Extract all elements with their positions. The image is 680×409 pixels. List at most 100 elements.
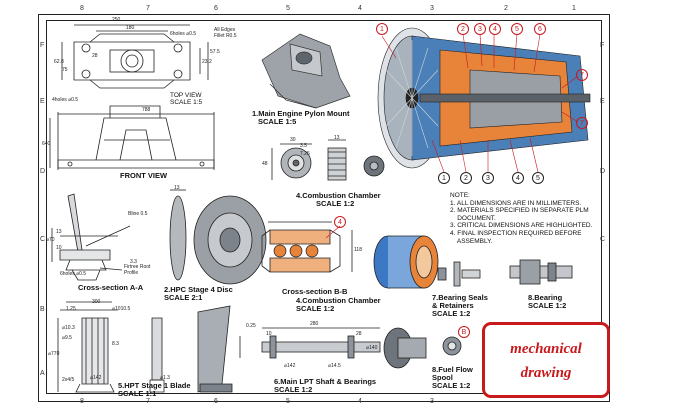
part7-label: 7.Bearing Seals & Retainers — [432, 293, 488, 310]
part2-label: 2.HPC Stage 4 Disc — [164, 285, 233, 294]
zone-top-2: 2 — [504, 5, 508, 12]
note-2: 2. MATERIALS SPECIFIED IN SEPARATE PLM — [450, 207, 589, 215]
part2-scale: SCALE 2:1 — [164, 293, 203, 302]
top-view-scale: SCALE 1:5 — [170, 99, 203, 106]
p5-dim-e: ⌀9.5 — [62, 335, 72, 341]
callout-2-bottom: 2 — [460, 172, 472, 184]
zone-bottom-5: 5 — [286, 398, 290, 405]
zone-top-7: 7 — [146, 5, 150, 12]
zone-left-a: A — [40, 370, 45, 377]
zone-top-3: 3 — [430, 5, 434, 12]
callout-6-top: 6 — [534, 23, 546, 35]
gear-dim-c: 7.25 — [300, 151, 310, 157]
gear-dim-b: 3.5 — [300, 143, 307, 149]
zone-top-1: 1 — [572, 5, 576, 12]
gear-dim-h: 48 — [262, 161, 268, 167]
part8b-label: 8.Fuel Flow Spool — [432, 365, 473, 382]
zone-bottom-3: 3 — [430, 398, 434, 405]
part6-scale: SCALE 1:2 — [274, 385, 313, 394]
zone-right-c: C — [600, 236, 606, 243]
note-2b: DOCUMENT. — [450, 214, 496, 222]
zone-top-6: 6 — [214, 5, 218, 12]
note-3: 3. CRITICAL DIMENSIONS ARE HIGHLIGHTED. — [450, 222, 593, 230]
callout-2-top: 2 — [457, 23, 469, 35]
note-holes2: 4holes ⌀0.5 — [52, 97, 79, 103]
callout-3-top: 3 — [474, 23, 486, 35]
dim-right2: 57.5 — [210, 49, 220, 55]
note-4b: ASSEMBLY. — [450, 237, 493, 245]
callout-7-lower: 7 — [576, 117, 588, 129]
badge-line1: mechanical — [510, 341, 582, 357]
part8-label: 8.Bearing — [528, 293, 563, 302]
p6-dim-c: 10 — [266, 331, 272, 337]
top-view-label: TOP VIEW — [170, 92, 202, 99]
p5-dim-c: ⌀1010.5 — [112, 306, 131, 312]
zone-top-4: 4 — [358, 5, 362, 12]
callout-3-bottom: 3 — [482, 172, 494, 184]
callout-4-bottom: 4 — [512, 172, 524, 184]
zone-right-f: F — [600, 42, 605, 49]
dim-height1: 62.8 — [54, 59, 64, 65]
badge-line2: drawing — [520, 365, 572, 381]
callout-1-top: 1 — [376, 23, 388, 35]
part4a-scale: SCALE 1:2 — [316, 199, 355, 208]
part1-scale: SCALE 1:5 — [258, 117, 297, 126]
zone-bottom-7: 7 — [146, 398, 150, 405]
callout-1-bottom: 1 — [438, 172, 450, 184]
sec-aa-b: 10 — [56, 245, 62, 251]
zone-left-d: D — [40, 168, 46, 175]
sec-bb-label: Cross-section B-B — [282, 287, 348, 296]
callout-b: B — [458, 326, 470, 338]
part7-scale: SCALE 1:2 — [432, 309, 471, 318]
sec-aa-holes: 6holes ⌀0.5 — [60, 271, 87, 277]
sec-aa-r: 3.3 — [130, 259, 137, 265]
zone-bottom-4: 4 — [358, 398, 362, 405]
inner-frame — [46, 20, 602, 394]
front-view-label: FRONT VIEW — [120, 171, 168, 180]
p5-dim-f: ⌀770 — [48, 351, 60, 357]
mechanical-drawing-badge: mechanical drawing — [482, 322, 610, 398]
part6-label: 6.Main LPT Shaft & Bearings — [274, 377, 377, 386]
p5-dim-d: ⌀10.3 — [62, 325, 75, 331]
zone-bottom-8: 8 — [80, 398, 84, 405]
p5-dim-b: 300 — [92, 299, 101, 305]
dim-front-width: 788 — [142, 107, 151, 113]
zone-left-c: C — [40, 236, 46, 243]
zone-left-e: E — [40, 98, 45, 105]
p5-dim-a: 1.25 — [66, 306, 76, 312]
sec-aa-a: 13 — [56, 229, 62, 235]
callout-4-section: 4 — [334, 216, 346, 228]
p5-dim-i: 2x4/5 — [62, 377, 75, 383]
zone-top-5: 5 — [286, 5, 290, 12]
sec-aa-dia: ⌀70 — [46, 237, 55, 243]
zone-right-d: D — [600, 168, 606, 175]
part8b-scale: SCALE 1:2 — [432, 381, 471, 390]
dim-depth: 28 — [92, 53, 98, 59]
dim-inner: 180 — [126, 25, 135, 31]
gear-dim-a: 30 — [290, 137, 296, 143]
part8-scale: SCALE 1:2 — [528, 301, 567, 310]
zone-left-f: F — [40, 42, 45, 49]
dim-right1: 23.2 — [202, 59, 212, 65]
p6-dim-d: 28 — [356, 331, 362, 337]
outer-frame — [38, 14, 610, 402]
sec-aa-label: Cross-section A-A — [78, 283, 144, 292]
callout-4-top: 4 — [489, 23, 501, 35]
dim-overall: 250 — [112, 17, 121, 23]
p6-dim-a: 0.25 — [246, 323, 256, 329]
dim-front-height: 640 — [42, 141, 51, 147]
part4a-label: 4.Combustion Chamber — [296, 191, 381, 200]
notes-title: NOTE: — [450, 192, 470, 199]
zone-right-e: E — [600, 98, 605, 105]
part2-dim: 13 — [174, 185, 180, 191]
notes-block: NOTE: 1. ALL DIMENSIONS ARE IN MILLIMETE… — [450, 192, 605, 245]
dim-height2: 75 — [62, 67, 68, 73]
note-1: 1. ALL DIMENSIONS ARE IN MILLIMETERS. — [450, 199, 582, 207]
part5-scale: SCALE 1:1 — [118, 389, 157, 398]
note-edges: All Edges Fillet R0.5 — [214, 27, 237, 39]
p5-dim-g: 8.3 — [112, 341, 119, 347]
gear-dim-w: 13 — [334, 135, 340, 141]
note-holes: 6holes ⌀0.5 — [170, 31, 197, 37]
